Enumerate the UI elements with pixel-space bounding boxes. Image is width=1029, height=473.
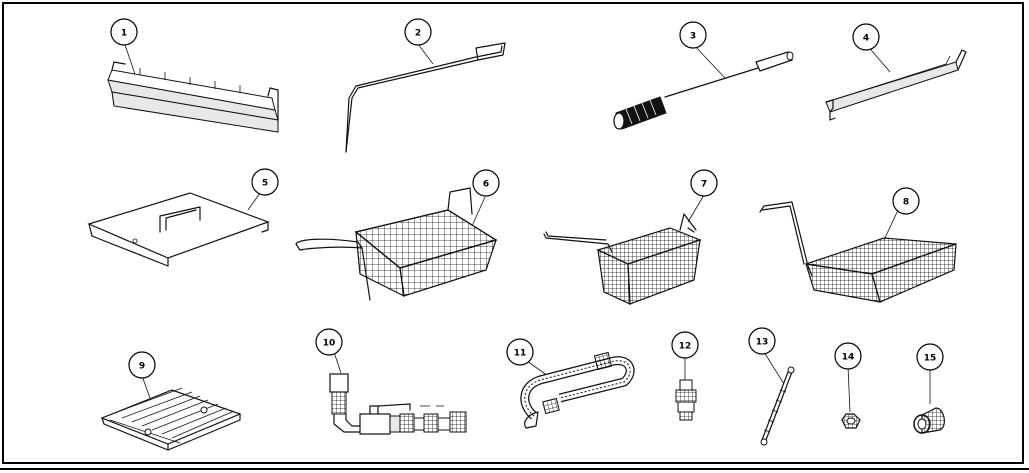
restraint-chain-icon bbox=[760, 351, 795, 446]
svg-text:13: 13 bbox=[756, 338, 769, 348]
callout-4: 4 bbox=[852, 23, 880, 51]
twin-fry-basket-icon bbox=[543, 194, 705, 305]
svg-text:14: 14 bbox=[842, 353, 855, 363]
cleaning-brush-icon bbox=[613, 43, 794, 130]
svg-text:4: 4 bbox=[863, 34, 869, 44]
callout-10: 10 bbox=[315, 328, 343, 356]
svg-text:15: 15 bbox=[924, 354, 937, 364]
callout-9: 9 bbox=[128, 351, 156, 379]
svg-text:12: 12 bbox=[679, 342, 692, 352]
svg-text:5: 5 bbox=[262, 179, 268, 189]
hex-nut-icon bbox=[841, 365, 861, 429]
fryer-cover-icon bbox=[87, 185, 270, 267]
pipe-coupling-icon bbox=[913, 366, 945, 434]
svg-text:8: 8 bbox=[903, 198, 909, 208]
callout-7: 7 bbox=[690, 169, 718, 197]
flexible-gas-hose-icon bbox=[519, 351, 635, 429]
svg-text:3: 3 bbox=[690, 32, 696, 42]
basket-hanger-rail-icon bbox=[107, 41, 279, 133]
callout-1: 1 bbox=[110, 18, 138, 46]
callout-11: 11 bbox=[506, 338, 534, 366]
diagram-border bbox=[2, 2, 1024, 464]
callout-6: 6 bbox=[472, 169, 500, 197]
svg-text:6: 6 bbox=[483, 180, 489, 190]
svg-text:1: 1 bbox=[121, 29, 127, 39]
callout-5: 5 bbox=[251, 168, 279, 196]
quick-disconnect-icon bbox=[675, 356, 697, 421]
gas-valve-connector-icon bbox=[329, 351, 467, 435]
long-fry-basket-icon bbox=[759, 201, 957, 303]
callout-3: 3 bbox=[679, 21, 707, 49]
svg-text:9: 9 bbox=[139, 362, 145, 372]
large-fry-basket-icon bbox=[295, 187, 498, 301]
wire-rod-icon bbox=[345, 42, 506, 153]
callout-12: 12 bbox=[671, 331, 699, 359]
svg-text:7: 7 bbox=[701, 180, 707, 190]
callout-2: 2 bbox=[404, 18, 432, 46]
callout-13: 13 bbox=[748, 327, 776, 355]
channel-bracket-icon bbox=[825, 43, 967, 121]
callout-15: 15 bbox=[916, 343, 944, 371]
rack-screen-icon bbox=[100, 375, 242, 451]
callout-14: 14 bbox=[834, 342, 862, 370]
svg-text:10: 10 bbox=[323, 339, 336, 349]
svg-text:11: 11 bbox=[514, 349, 527, 359]
callout-8: 8 bbox=[892, 187, 920, 215]
svg-text:2: 2 bbox=[415, 29, 421, 39]
